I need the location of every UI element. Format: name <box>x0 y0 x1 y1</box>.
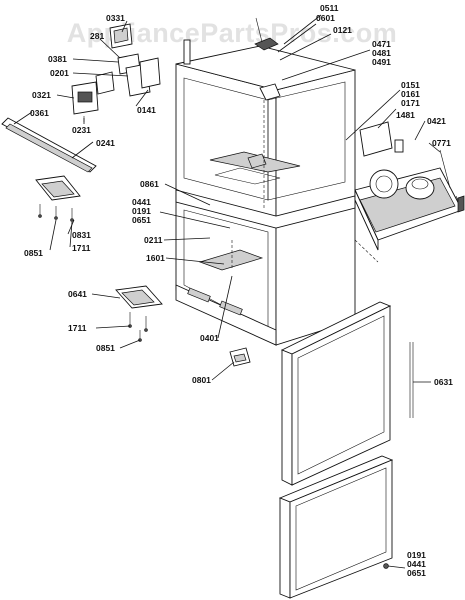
cabinet <box>175 17 356 346</box>
label-281: 281 <box>90 31 104 41</box>
label-0121: 0121 <box>333 25 352 35</box>
label-0231: 0231 <box>72 125 91 135</box>
label-0831: 0831 <box>72 230 91 240</box>
label-0801: 0801 <box>192 375 211 385</box>
label-0141: 0141 <box>137 105 156 115</box>
label-0601: 0601 <box>316 13 335 23</box>
label-0771: 0771 <box>432 138 451 148</box>
label-1711-upper: 1711 <box>72 243 91 253</box>
label-0191-lower: 0191 <box>407 550 426 560</box>
label-0211: 0211 <box>144 235 163 245</box>
label-0401: 0401 <box>200 333 219 343</box>
bottom-hinge-pin <box>229 347 251 367</box>
label-0241: 0241 <box>96 138 115 148</box>
label-0651-upper: 0651 <box>132 215 151 225</box>
label-0151: 0151 <box>401 80 420 90</box>
air-strip <box>1 117 97 173</box>
control-assembly <box>71 23 161 122</box>
label-0491: 0491 <box>372 57 391 67</box>
label-1481: 1481 <box>396 110 415 120</box>
label-0161: 0161 <box>401 89 420 99</box>
label-0381: 0381 <box>48 54 67 64</box>
label-0481: 0481 <box>372 48 391 58</box>
label-1601: 1601 <box>146 253 165 263</box>
freezer-door-upper <box>280 301 414 486</box>
leader-lines <box>13 14 441 569</box>
label-0511: 0511 <box>320 3 339 13</box>
label-1711-lower: 1711 <box>68 323 87 333</box>
machine-compartment <box>354 121 465 263</box>
label-0861: 0861 <box>140 179 159 189</box>
label-0651-lower: 0651 <box>407 568 426 578</box>
label-0171: 0171 <box>401 98 420 108</box>
label-0201: 0201 <box>50 68 69 78</box>
label-0471: 0471 <box>372 39 391 49</box>
label-0851-lower: 0851 <box>96 343 115 353</box>
part-labels: 0511 0601 0121 0471 0481 0491 0331 281 0… <box>24 3 453 578</box>
freezer-door-lower <box>278 455 394 599</box>
label-0441-lower: 0441 <box>407 559 426 569</box>
label-0631: 0631 <box>434 377 453 387</box>
hinge-bracket-lower <box>115 285 163 342</box>
label-0191-upper: 0191 <box>132 206 151 216</box>
label-0331: 0331 <box>106 13 125 23</box>
label-0321: 0321 <box>32 90 51 100</box>
label-0421: 0421 <box>427 116 446 126</box>
label-0441-upper: 0441 <box>132 197 151 207</box>
hinge-bracket-upper <box>35 175 81 222</box>
label-0641: 0641 <box>68 289 87 299</box>
label-0851-upper: 0851 <box>24 248 43 258</box>
label-0361: 0361 <box>30 108 49 118</box>
